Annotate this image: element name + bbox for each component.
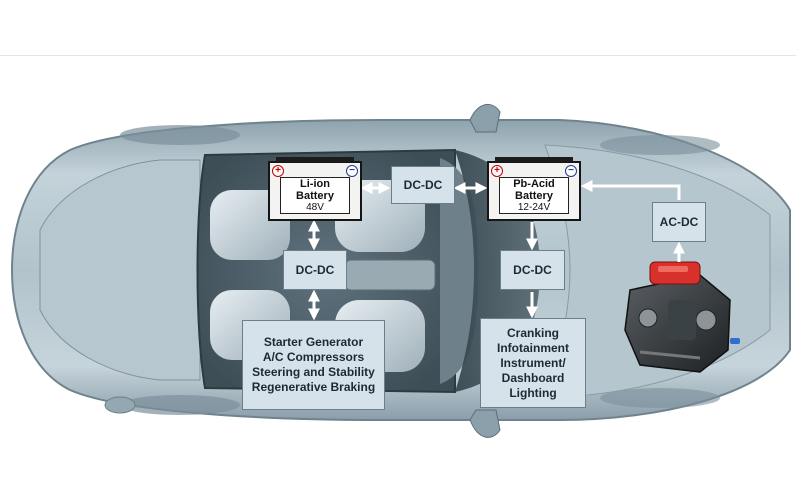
rear-deck — [39, 159, 201, 381]
mirror-top — [469, 104, 501, 133]
battery-top-cap — [495, 157, 573, 162]
dashboard — [440, 158, 478, 384]
acdc-converter: AC-DC — [652, 202, 706, 242]
battery-voltage: 48V — [306, 201, 324, 213]
dcdc-converter-middle: DC-DC — [391, 166, 455, 204]
dcdc-converter-left: DC-DC — [283, 250, 347, 290]
rear-light — [104, 396, 136, 414]
wheel-rear-top — [120, 125, 240, 145]
battery-word: Battery — [515, 189, 553, 202]
battery-word: Battery — [296, 189, 334, 202]
header-divider — [0, 55, 796, 56]
wheel-front-top — [600, 135, 720, 155]
center-console — [344, 259, 436, 291]
load-item: Infotainment — [497, 340, 569, 355]
load-item: Steering and Stability — [252, 365, 375, 379]
battery-label: Pb-Acid Battery 12-24V — [499, 177, 569, 214]
high-voltage-loads: Starter Generator A/C Compressors Steeri… — [242, 320, 385, 410]
dcdc-converter-right: DC-DC — [500, 250, 565, 290]
load-item: A/C Compressors — [262, 350, 365, 364]
load-item: Instrument/ — [500, 355, 566, 370]
battery-label: Li-ion Battery 48V — [280, 177, 350, 214]
load-item: Regenerative Braking — [251, 380, 376, 394]
load-item: Lighting — [509, 385, 557, 400]
mirror-bottom — [469, 409, 501, 438]
load-item: Starter Generator — [263, 335, 364, 349]
load-item: Dashboard — [501, 370, 565, 385]
battery-voltage: 12-24V — [517, 201, 551, 213]
negative-terminal-icon: − — [346, 165, 358, 177]
battery-top-cap — [276, 157, 354, 162]
arrows — [308, 180, 685, 321]
battery-type: Pb-Acid — [513, 177, 555, 190]
pb-acid-battery: + − Pb-Acid Battery 12-24V — [487, 157, 581, 221]
wheel-front-bottom — [600, 388, 720, 408]
negative-terminal-icon: − — [565, 165, 577, 177]
positive-terminal-icon: + — [491, 165, 503, 177]
wheel-rear-bottom — [120, 395, 240, 415]
low-voltage-loads: Cranking Infotainment Instrument/ Dashbo… — [480, 318, 586, 408]
arrow-acdc-to-pb — [580, 180, 681, 200]
battery-type: Li-ion — [300, 177, 330, 190]
li-ion-battery: + − Li-ion Battery 48V — [268, 157, 362, 221]
load-item: Cranking — [506, 325, 559, 340]
positive-terminal-icon: + — [272, 165, 284, 177]
engine-icon — [624, 261, 740, 373]
